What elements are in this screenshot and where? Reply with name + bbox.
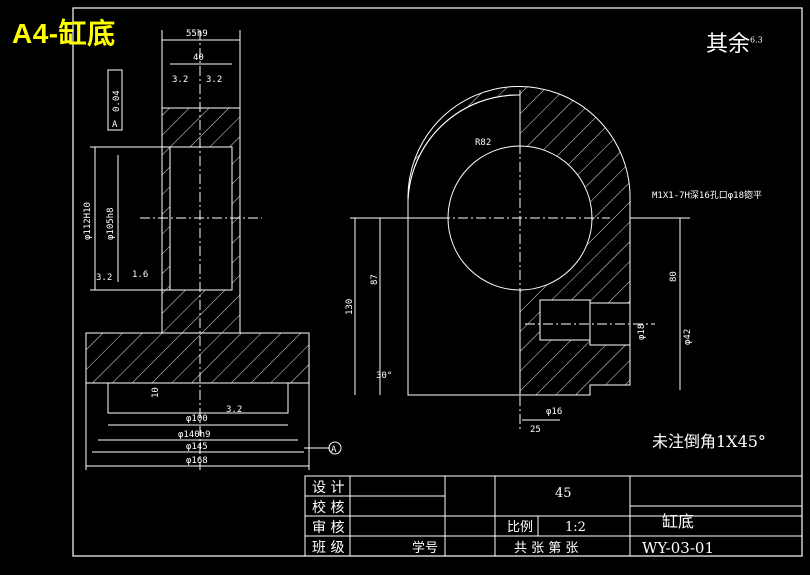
dim-phi145: φ145 (186, 442, 208, 452)
dim-3-2-b: 3.2 (206, 75, 222, 85)
tb-drawing-no: WY-03-01 (642, 539, 714, 557)
dim-80: 80 (669, 271, 679, 282)
roughness-value: 6.3 (750, 35, 763, 45)
tb-check: 校 核 (312, 499, 344, 516)
dim-3-2-c: 3.2 (96, 273, 112, 283)
tb-class: 班 级 (312, 540, 344, 556)
dim-25: 25 (530, 425, 541, 435)
tb-material: 45 (555, 486, 572, 501)
tb-student-no: 学号 (412, 540, 438, 556)
dim-phi16: φ16 (546, 407, 562, 417)
roughness-note: 其余6.3 (706, 26, 763, 58)
dim-phi18: φ18 (637, 324, 647, 340)
dim-105h8: φ105h8 (106, 207, 116, 240)
dim-phi42: φ42 (683, 329, 693, 345)
tb-scale-label: 比例 (507, 520, 533, 535)
dim-thread-note: M1X1-7H深16孔口φ18锪平 (652, 189, 762, 201)
dim-phi168: φ168 (186, 456, 208, 466)
tb-scale-value: 1:2 (565, 520, 586, 535)
dim-10: 10 (151, 387, 161, 398)
dim-3-2-d: 3.2 (226, 405, 242, 415)
chamfer-note: 未注倒角1X45° (652, 432, 766, 451)
dim-1-6: 1.6 (132, 270, 148, 280)
dim-130: 130 (345, 299, 355, 315)
title-block (304, 475, 803, 557)
dim-30deg: 30° (376, 371, 392, 381)
datum-a: A (331, 445, 337, 455)
dim-a-frame: A (112, 120, 118, 130)
tb-part-name: 缸底 (662, 512, 694, 531)
dim-phi100: φ100 (186, 414, 208, 424)
dim-55h9: 55h9 (186, 29, 208, 39)
title-block-text: 设 计 校 核 审 核 班 级 学号 45 比例 1:2 缸底 共 张 第 张 … (312, 480, 714, 557)
dim-phi140h9: φ140h9 (178, 430, 211, 440)
tb-review: 审 核 (312, 520, 344, 536)
dim-3-2-a: 3.2 (172, 75, 188, 85)
dim-112h10: φ112H10 (83, 202, 93, 240)
right-section-view (350, 86, 690, 430)
dimension-labels: 55h9 40 3.2 3.2 φ112H10 φ105h8 3.2 1.6 φ… (83, 29, 762, 466)
dim-87: 87 (370, 274, 380, 285)
roughness-label: 其余 (706, 32, 751, 57)
tb-sheet: 共 张 第 张 (514, 541, 578, 556)
tb-design: 设 计 (312, 480, 344, 496)
sheet-title: A4-缸底 (12, 18, 116, 49)
dim-0-04: 0.04 (112, 90, 122, 112)
left-section-view (85, 30, 342, 470)
dim-r82: R82 (475, 138, 491, 148)
dim-40: 40 (193, 53, 204, 63)
